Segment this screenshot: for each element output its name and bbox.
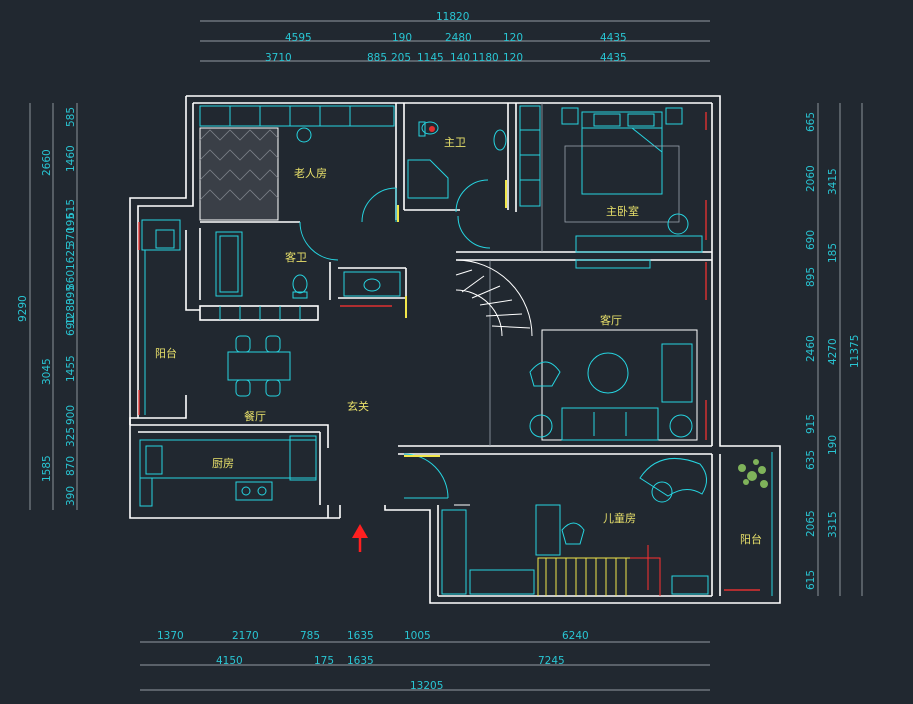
dim-bottom-1-1: 2170 bbox=[232, 630, 259, 642]
dim-left-1-1: 3045 bbox=[41, 358, 53, 385]
toilet bbox=[421, 121, 439, 135]
label-balcony-left: 阳台 bbox=[155, 346, 177, 360]
dim-right-1-7: 2065 bbox=[805, 510, 817, 537]
sofa bbox=[561, 407, 659, 441]
dimension-labels: 11820 4595 190 2480 120 4435 3710 885 20… bbox=[17, 11, 861, 692]
dim-top-total: 11820 bbox=[436, 11, 469, 23]
dim-left-2-13: 870 bbox=[65, 456, 77, 476]
entry-arrow-icon bbox=[352, 524, 368, 552]
kids-wardrobe bbox=[441, 509, 467, 595]
dim-top-2-2: 2480 bbox=[445, 32, 472, 44]
dim-right-2-3: 190 bbox=[827, 435, 839, 455]
dim-bottom-total: 13205 bbox=[410, 680, 443, 692]
plant-icon bbox=[738, 459, 768, 488]
interior-lines bbox=[454, 103, 698, 506]
room-labels: 老人房 主卫 主卧室 客卫 阳台 客厅 餐厅 玄关 厨房 儿童房 阳台 bbox=[155, 136, 762, 546]
dim-top-2-4: 4435 bbox=[600, 32, 627, 44]
label-elder-room: 老人房 bbox=[294, 167, 327, 180]
dim-right-1-5: 915 bbox=[805, 414, 817, 434]
dim-left-2-6: 860 bbox=[65, 270, 77, 290]
dim-left-2-1: 1460 bbox=[65, 145, 77, 172]
label-balcony-right: 阳台 bbox=[740, 532, 762, 546]
label-kids-room: 儿童房 bbox=[603, 511, 636, 525]
dim-top-3-2: 205 bbox=[391, 52, 411, 64]
elder-bed bbox=[199, 127, 279, 221]
dim-left-total: 9290 bbox=[17, 295, 29, 322]
coffee-table bbox=[587, 352, 629, 394]
dim-top-3-7: 4435 bbox=[600, 52, 627, 64]
dim-left-2-0: 585 bbox=[65, 107, 77, 127]
dim-bottom-1-2: 785 bbox=[300, 630, 320, 642]
dim-bottom-1-3: 1635 bbox=[347, 630, 374, 642]
dim-right-1-0: 665 bbox=[805, 112, 817, 132]
dim-right-2-0: 3415 bbox=[827, 168, 839, 195]
dim-top-2-0: 4595 bbox=[285, 32, 312, 44]
dim-top-3-3: 1145 bbox=[417, 52, 444, 64]
kids-stair bbox=[537, 545, 661, 596]
wardrobe bbox=[519, 105, 541, 207]
dim-right-1-6: 635 bbox=[805, 450, 817, 470]
washer bbox=[141, 219, 181, 251]
red-accents bbox=[138, 112, 760, 591]
spiral-stair bbox=[455, 259, 533, 337]
dim-bottom-2-2: 1635 bbox=[347, 655, 374, 667]
dim-right-1-1: 2060 bbox=[805, 165, 817, 192]
dim-left-2-4: 370 bbox=[65, 227, 77, 247]
dim-right-1-2: 690 bbox=[805, 230, 817, 250]
dim-bottom-1-5: 6240 bbox=[562, 630, 589, 642]
dimension-lines bbox=[29, 20, 863, 691]
dim-left-2-11: 900 bbox=[65, 405, 77, 425]
dim-right-1-4: 2460 bbox=[805, 335, 817, 362]
label-foyer: 玄关 bbox=[347, 399, 369, 413]
dim-left-2-10: 1455 bbox=[65, 355, 77, 382]
master-bed bbox=[581, 111, 663, 195]
dim-top-3-1: 885 bbox=[367, 52, 387, 64]
dim-left-2-9: 690 bbox=[65, 316, 77, 336]
dim-bottom-2-0: 4150 bbox=[216, 655, 243, 667]
doors bbox=[299, 179, 507, 499]
label-master-bedroom: 主卧室 bbox=[606, 204, 639, 218]
dim-bottom-2-3: 7245 bbox=[538, 655, 565, 667]
dim-left-2-12: 325 bbox=[65, 427, 77, 447]
dim-top-3-0: 3710 bbox=[265, 52, 292, 64]
dim-top-3-5: 1180 bbox=[472, 52, 499, 64]
dim-right-total: 11375 bbox=[849, 335, 861, 368]
label-kitchen: 厨房 bbox=[212, 457, 234, 470]
label-guest-bath: 客卫 bbox=[285, 250, 307, 264]
dim-left-1-0: 2660 bbox=[41, 149, 53, 176]
bathtub bbox=[215, 231, 243, 297]
dim-right-2-2: 4270 bbox=[827, 338, 839, 365]
kids-sofa bbox=[639, 457, 707, 497]
dim-bottom-1-4: 1005 bbox=[404, 630, 431, 642]
elder-wardrobe bbox=[199, 105, 395, 127]
dim-left-2-8: 1280 bbox=[65, 298, 77, 325]
dim-right-1-8: 615 bbox=[805, 570, 817, 590]
dim-left-1-2: 1585 bbox=[41, 455, 53, 482]
dining-table bbox=[227, 351, 291, 381]
dim-left-2-14: 390 bbox=[65, 486, 77, 506]
dim-bottom-2-1: 175 bbox=[314, 655, 334, 667]
walls bbox=[129, 95, 781, 604]
dim-left-2-3: 195 bbox=[65, 213, 77, 233]
furniture bbox=[139, 105, 773, 596]
label-master-bath: 主卫 bbox=[444, 136, 466, 149]
label-living-room: 客厅 bbox=[600, 313, 622, 327]
dim-right-2-1: 185 bbox=[827, 243, 839, 263]
dim-top-3-4: 140 bbox=[450, 52, 470, 64]
dim-right-1-3: 895 bbox=[805, 267, 817, 287]
dim-top-2-1: 190 bbox=[392, 32, 412, 44]
dim-left-2-7: 395 bbox=[65, 285, 77, 305]
dim-top-2-3: 120 bbox=[503, 32, 523, 44]
dim-top-3-6: 120 bbox=[503, 52, 523, 64]
dim-left-2-2: 615 bbox=[65, 199, 77, 219]
dim-left-2-5: 1625 bbox=[65, 243, 77, 270]
dim-right-2-4: 3315 bbox=[827, 511, 839, 538]
dim-bottom-1-0: 1370 bbox=[157, 630, 184, 642]
label-dining-room: 餐厅 bbox=[244, 409, 266, 423]
